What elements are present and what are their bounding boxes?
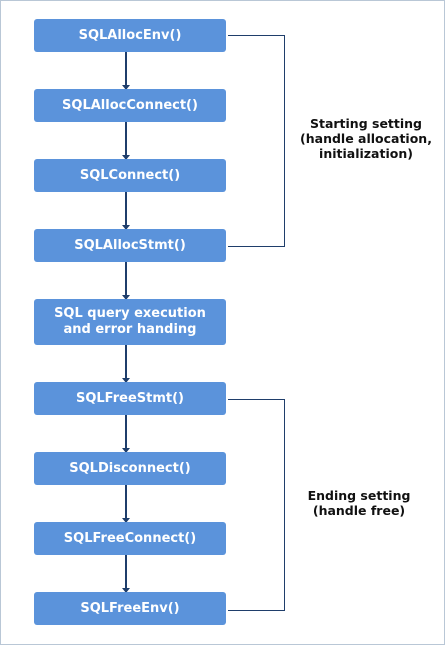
arrow-6 bbox=[122, 415, 130, 453]
step-sqlallocconnect: SQLAllocConnect() bbox=[34, 89, 226, 122]
ending-bracket bbox=[228, 399, 285, 611]
step-sqlallocstmt: SQLAllocStmt() bbox=[34, 229, 226, 262]
ending-label-line1: Ending setting bbox=[307, 488, 411, 503]
step-sqlfreestmt: SQLFreeStmt() bbox=[34, 382, 226, 415]
step-query-execution: SQL query execution and error handing bbox=[34, 299, 226, 345]
step-sqlfreeconnect: SQLFreeConnect() bbox=[34, 522, 226, 555]
starting-bracket bbox=[228, 35, 285, 247]
step-sqlfreeenv: SQLFreeEnv() bbox=[34, 592, 226, 625]
arrow-3 bbox=[122, 192, 130, 230]
starting-label-line2: (handle allocation, bbox=[300, 131, 432, 146]
starting-label-line3: initialization) bbox=[319, 146, 413, 161]
arrow-2 bbox=[122, 122, 130, 160]
arrow-7 bbox=[122, 485, 130, 523]
step-sqldisconnect: SQLDisconnect() bbox=[34, 452, 226, 485]
arrow-4 bbox=[122, 262, 130, 300]
starting-label-line1: Starting setting bbox=[309, 116, 423, 131]
arrow-5 bbox=[122, 345, 130, 383]
step-sqlallocenv: SQLAllocEnv() bbox=[34, 19, 226, 52]
step-sqlconnect: SQLConnect() bbox=[34, 159, 226, 192]
arrow-8 bbox=[122, 555, 130, 593]
starting-setting-label: Starting setting (handle allocation, ini… bbox=[291, 116, 441, 161]
ending-setting-label: Ending setting (handle free) bbox=[284, 488, 434, 518]
ending-label-line2: (handle free) bbox=[312, 503, 406, 518]
arrow-1 bbox=[122, 52, 130, 90]
